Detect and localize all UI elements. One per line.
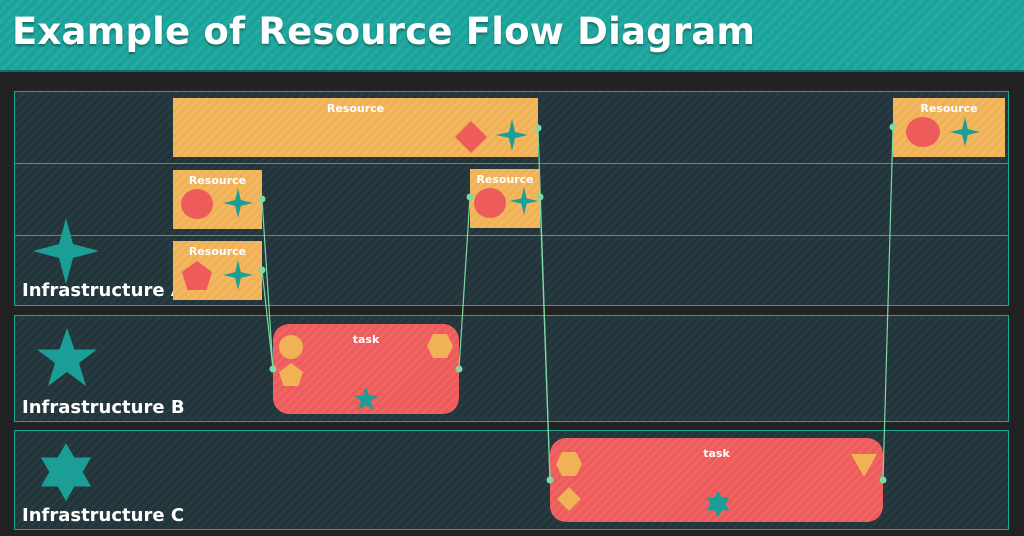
circle-icon [181,189,213,219]
diamond-icon [557,487,581,511]
page-title: Example of Resource Flow Diagram [12,10,756,53]
lane-row-divider [15,235,1008,236]
pentagon-icon [182,261,212,290]
resource-label: Resource [920,102,978,115]
lane-label-infrastructure-a: Infrastructure A [22,280,185,301]
resource-block[interactable]: Resource [893,98,1005,157]
task-label: task [703,447,730,460]
lane-label-infrastructure-b: Infrastructure B [22,397,185,418]
four-point-star-icon [33,218,99,284]
resource-label: Resource [326,102,385,115]
circle-icon [474,188,506,218]
sparkle-icon [222,259,254,291]
triangle-icon [851,454,877,477]
sparkle-icon [509,186,539,216]
sparkle-icon [949,116,981,148]
lane-infrastructure-b: Infrastructure B [14,315,1009,422]
circle-icon [279,335,303,359]
sparkle-icon [222,187,254,219]
star-icon [353,386,379,411]
header-bar: Example of Resource Flow Diagram [0,0,1024,70]
resource-block[interactable]: Resource [173,170,262,229]
pentagon-icon [279,363,303,386]
five-point-star-icon [37,328,97,386]
six-point-star-icon [706,490,730,518]
lane-label-infrastructure-c: Infrastructure C [22,505,185,526]
task-block[interactable]: task [550,438,883,522]
task-label: task [352,333,380,346]
task-block[interactable]: task [273,324,459,414]
circle-icon [906,117,940,147]
resource-block[interactable]: Resource [173,241,262,300]
hexagon-icon [427,334,453,358]
resource-block[interactable]: Resource [470,169,540,228]
resource-block[interactable]: Resource [173,98,538,157]
lane-row-divider [15,163,1008,164]
resource-label: Resource [476,173,534,186]
resource-label: Resource [188,245,247,258]
resource-label: Resource [188,174,247,187]
diamond-icon [455,121,487,153]
sparkle-icon [496,119,528,151]
six-point-star-icon [41,443,91,501]
hexagon-icon [556,452,582,476]
